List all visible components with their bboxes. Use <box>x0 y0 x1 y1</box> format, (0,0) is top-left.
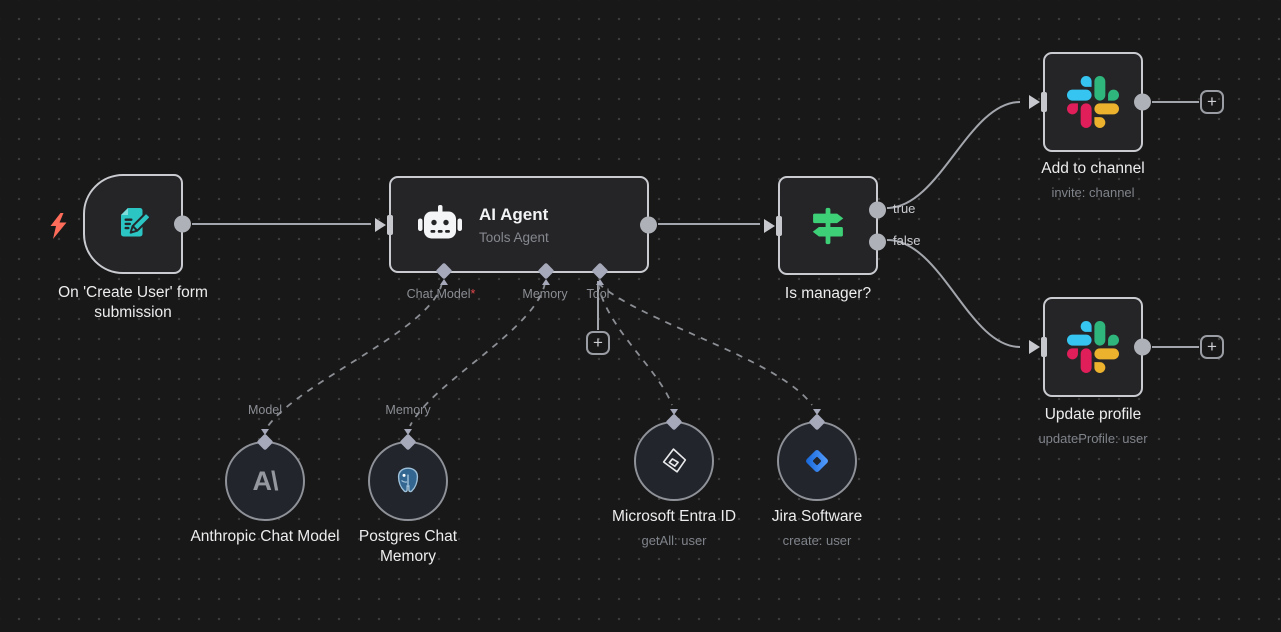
edge-if-true-to-slack-add[interactable] <box>886 101 1021 209</box>
is-manager-label: Is manager? <box>784 285 872 302</box>
entra-label: Microsoft Entra ID getAll: user <box>589 507 759 551</box>
form-pencil-icon <box>85 176 181 272</box>
input-handle-arrow <box>1029 340 1040 354</box>
output-label-true: true <box>893 201 916 216</box>
slack-update-subtitle: updateProfile: user <box>1038 431 1148 446</box>
port-tool-arrow <box>595 279 604 285</box>
input-handle-arrow <box>764 218 775 233</box>
port-label-chat-model: Chat Model* <box>406 287 476 301</box>
jira-label: Jira Software create: user <box>742 507 892 551</box>
entra-diamond-icon <box>662 447 686 473</box>
postgres-label: Postgres Chat Memory <box>358 528 458 565</box>
edge-chatmodel-to-anthropic[interactable] <box>267 282 443 427</box>
output-handle[interactable] <box>1133 93 1151 111</box>
port-chat-model-arrow <box>439 279 448 285</box>
edge-tool-to-jira[interactable] <box>597 282 813 406</box>
input-handle-arrow <box>375 217 386 232</box>
signpost-icon <box>780 178 876 273</box>
slack-add-subtitle: invite: channel <box>1051 185 1135 200</box>
output-handle[interactable] <box>1133 338 1151 356</box>
port-arrow <box>669 409 678 415</box>
required-asterisk: * <box>470 287 476 301</box>
ai-agent-title: AI Agent <box>479 204 549 224</box>
input-handle-arrow <box>1029 95 1040 109</box>
node-ai-agent[interactable]: AI Agent Tools Agent <box>375 176 657 285</box>
node-slack-add-to-channel[interactable] <box>1029 52 1151 152</box>
add-next-node-button-top[interactable]: + <box>1200 90 1224 114</box>
output-handle[interactable] <box>173 215 191 233</box>
slack-icon <box>1045 54 1141 150</box>
slack-add-label: Add to channel invite: channel <box>1018 159 1168 203</box>
slack-update-label: Update profile updateProfile: user <box>1018 405 1168 449</box>
lightning-bolt-icon <box>50 213 67 239</box>
node-slack-update-profile[interactable] <box>1029 297 1151 397</box>
node-postgres-chat-memory[interactable] <box>368 429 448 521</box>
anthropic-port-label: Model <box>247 403 283 417</box>
port-arrow <box>812 409 821 415</box>
form-trigger-label: On 'Create User' form submission <box>58 284 208 321</box>
edge-tool-to-entra[interactable] <box>597 282 673 406</box>
jira-diamond-icon <box>806 450 828 472</box>
input-handle-bar[interactable] <box>1041 337 1047 357</box>
node-jira-software[interactable] <box>777 409 857 501</box>
postgres-port-label: Memory <box>385 403 431 417</box>
edge-if-false-to-slack-update[interactable] <box>886 239 1021 348</box>
input-handle-bar[interactable] <box>387 214 393 235</box>
ai-agent-subtitle: Tools Agent <box>479 229 549 245</box>
port-arrow <box>260 429 269 435</box>
port-memory-arrow <box>541 279 550 285</box>
slack-icon <box>1045 299 1141 395</box>
port-arrow <box>403 429 412 435</box>
anthropic-label: Anthropic Chat Model <box>190 528 340 545</box>
jira-subtitle: create: user <box>782 533 852 548</box>
add-next-node-button-bottom[interactable]: + <box>1200 335 1224 359</box>
robot-icon <box>418 204 462 238</box>
output-handle-true[interactable] <box>868 201 886 219</box>
input-handle-bar[interactable] <box>776 215 782 236</box>
output-label-false: false <box>893 233 921 248</box>
port-label-tool: Tool <box>586 287 610 301</box>
entra-subtitle: getAll: user <box>641 533 707 548</box>
node-is-manager[interactable] <box>764 176 886 275</box>
postgres-elephant-icon <box>397 467 419 493</box>
add-tool-button[interactable]: + <box>586 331 610 355</box>
input-handle-bar[interactable] <box>1041 92 1047 112</box>
node-anthropic-chat-model[interactable]: A\ <box>225 429 305 521</box>
edge-memory-to-postgres[interactable] <box>409 282 546 427</box>
output-handle-false[interactable] <box>868 233 886 251</box>
output-handle[interactable] <box>639 216 657 233</box>
port-label-memory: Memory <box>522 287 568 301</box>
anthropic-logomark: A\ <box>252 465 279 496</box>
node-microsoft-entra-id[interactable] <box>634 409 714 501</box>
node-form-trigger[interactable] <box>83 174 191 274</box>
